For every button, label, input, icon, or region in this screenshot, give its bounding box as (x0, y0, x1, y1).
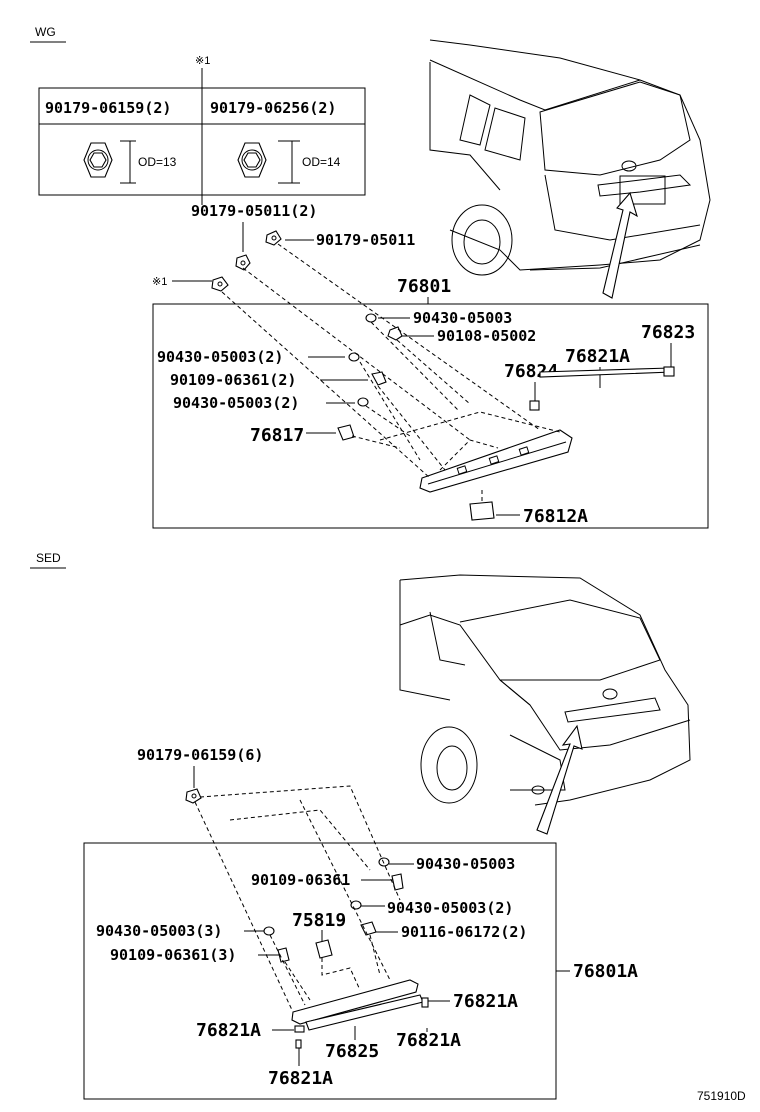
nut-table-col2-header: 90179-06256(2) (210, 99, 336, 117)
sed-section-tag: SED (36, 551, 61, 565)
label-90109-06361-3: 90109-06361(3) (110, 946, 236, 964)
strip-end-icon (294, 1025, 305, 1033)
label-90430-05003: 90430-05003 (416, 855, 515, 873)
label-75819: 75819 (292, 910, 346, 931)
screw-icon (277, 947, 290, 963)
wg-section-tag: WG (35, 25, 56, 39)
label-76821A-a: 76821A (453, 991, 518, 1012)
label-90109-06361-2: 90109-06361(2) (170, 371, 296, 389)
label-76801A: 76801A (573, 961, 638, 982)
strip-end-icon (421, 997, 429, 1008)
washer-icon (357, 397, 369, 407)
washer-icon (350, 900, 362, 910)
strip-end-icon (295, 1039, 302, 1049)
label-90430-05003-3: 90430-05003(3) (96, 922, 222, 940)
label-76817: 76817 (250, 425, 304, 446)
label-76821A: 76821A (565, 346, 630, 367)
drawing-id: 751910D (697, 1089, 746, 1103)
label-76812A: 76812A (523, 506, 588, 527)
label-90108-05002: 90108-05002 (437, 327, 536, 345)
bracket-icon (469, 501, 495, 521)
wg-assembly-box (152, 303, 709, 529)
sed-garnish-lamp (291, 979, 419, 1025)
hex-nut-icon (237, 142, 267, 178)
wagon-car-illustration (429, 39, 711, 299)
table-ref-note: ※1 (195, 55, 210, 67)
strip-end-icon (529, 400, 540, 411)
nut-table-col1-header: 90179-06159(2) (45, 99, 171, 117)
label-90179-05011: 90179-05011 (316, 231, 415, 249)
clip-nut-icon (185, 788, 202, 804)
screw-icon (371, 371, 387, 386)
clip-nut-icon (235, 254, 251, 271)
label-76801: 76801 (397, 276, 451, 297)
screw-icon (391, 873, 404, 891)
nut-variants-table: 90179-06159(2) 90179-06256(2) OD=13 OD=1… (38, 87, 366, 205)
washer-icon (378, 857, 390, 867)
sedan-car-illustration (399, 574, 691, 835)
strip-end-icon (663, 366, 675, 377)
nut-od-13: OD=13 (138, 155, 177, 169)
clip-nut-icon (211, 276, 229, 292)
label-76821A-d: 76821A (268, 1068, 333, 1089)
washer-icon (263, 926, 275, 936)
label-ref-star: ※1 (152, 276, 167, 288)
hex-nut-icon (83, 142, 113, 178)
clip-nut-icon (265, 230, 282, 246)
seal-strip-icon (539, 367, 673, 378)
label-90430-05003-2b: 90430-05003(2) (173, 394, 299, 412)
nut-od-14: OD=14 (302, 155, 341, 169)
label-90116-06172-2: 90116-06172(2) (401, 923, 527, 941)
lamp-socket-icon (337, 424, 355, 441)
washer-icon (348, 352, 360, 362)
label-90179-05011-2: 90179-05011(2) (191, 202, 317, 220)
label-90430-05003-a: 90430-05003 (413, 309, 512, 327)
washer-icon (365, 313, 377, 323)
lamp-socket-icon (315, 939, 333, 959)
label-90430-05003-2a: 90430-05003(2) (157, 348, 283, 366)
label-90430-05003-2: 90430-05003(2) (387, 899, 513, 917)
label-76823: 76823 (641, 322, 695, 343)
wg-garnish-lamp (419, 429, 573, 493)
label-76821A-b: 76821A (196, 1020, 261, 1041)
label-90109-06361: 90109-06361 (251, 871, 350, 889)
label-90179-06159-6: 90179-06159(6) (137, 746, 263, 764)
label-76825: 76825 (325, 1041, 379, 1062)
screw-icon (387, 326, 403, 341)
screw-icon (360, 921, 377, 936)
label-76821A-c: 76821A (396, 1030, 461, 1051)
